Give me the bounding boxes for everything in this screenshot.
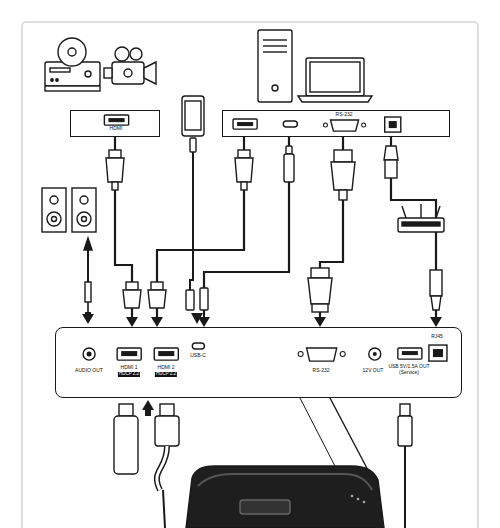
arrow-head <box>314 317 326 327</box>
port-label: HDMI 2 <box>158 365 175 371</box>
usb-power-cable <box>398 404 412 528</box>
port-label: AUDIO OUT <box>75 368 103 374</box>
port-label: HDMI 1 <box>121 365 138 371</box>
cable-connector <box>198 137 289 327</box>
port-label: RS-232 <box>336 112 353 118</box>
dvd-player <box>45 38 100 91</box>
audio-cable <box>82 238 94 324</box>
arrow-head <box>430 317 442 327</box>
port-panel: AUDIO OUTHDMI 1HDCP 2.2HDMI 2HDCP 2.2USB… <box>55 327 462 398</box>
smartphone <box>182 96 204 136</box>
vga-plug <box>308 150 355 312</box>
hdmi-devices-below <box>114 400 179 528</box>
cable-line <box>157 137 244 318</box>
port-panel: HDMI <box>70 110 160 137</box>
projector-body <box>186 398 384 528</box>
laptop <box>298 58 372 102</box>
cable-line <box>204 137 289 318</box>
arrow-head <box>151 317 163 327</box>
port-label: USB 5V/1.5A OUT (Service) <box>387 364 431 375</box>
hdmi-plug <box>148 150 253 308</box>
hdmi-plug <box>106 150 141 308</box>
camcorder <box>104 47 156 84</box>
computer-tower <box>258 30 292 102</box>
arrow-head <box>126 317 138 327</box>
hdcp-badge: HDCP 2.2 <box>118 372 140 377</box>
frame <box>22 22 478 528</box>
speakers <box>42 188 96 232</box>
port-symbols <box>56 328 461 397</box>
port-symbols <box>71 111 159 136</box>
port-panel: RS-232 <box>222 110 450 137</box>
port-label: USB-C <box>190 353 206 359</box>
network-router <box>398 204 444 232</box>
port-label: HDMI <box>110 126 123 132</box>
port-label: RS-232 <box>313 368 330 374</box>
port-label: RJ45 <box>431 334 443 340</box>
hdcp-badge: HDCP 2.2 <box>155 372 177 377</box>
usb-c-plug <box>200 146 294 310</box>
port-label: 12V OUT <box>363 368 384 374</box>
